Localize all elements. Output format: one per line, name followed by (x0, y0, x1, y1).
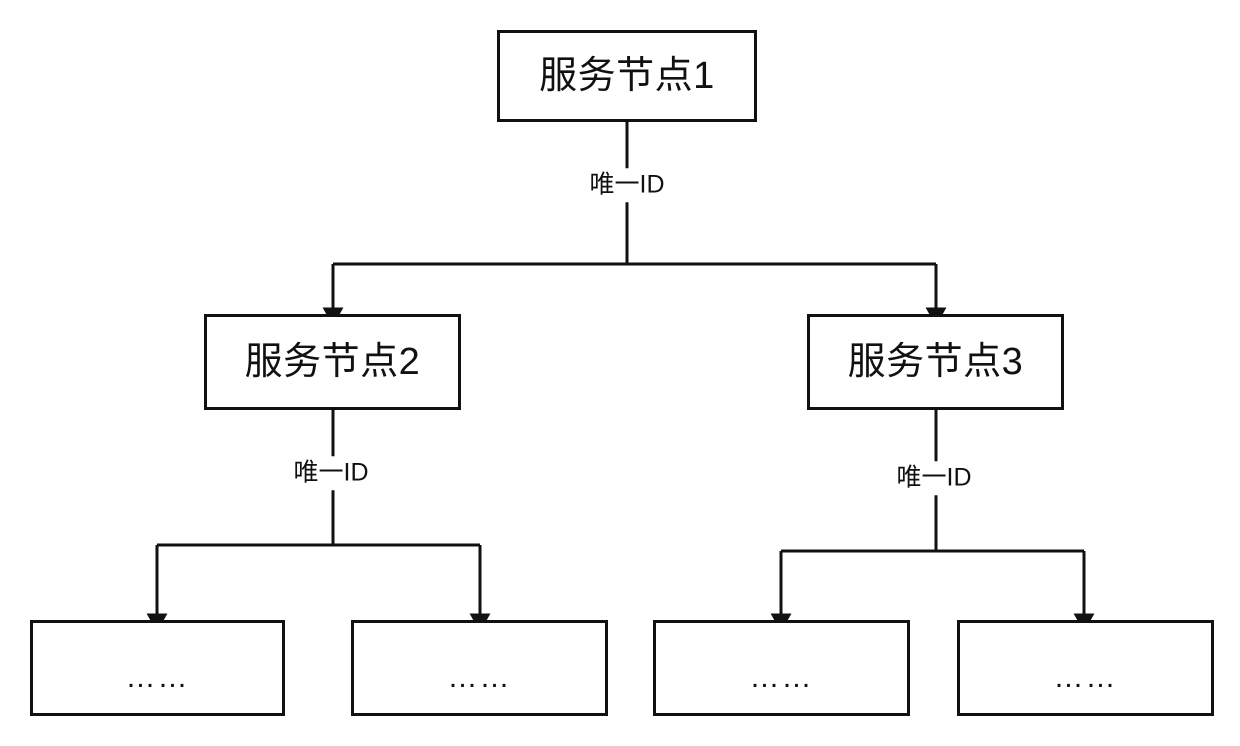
node-service-node-3[interactable]: 服务节点3 (807, 314, 1064, 410)
node-leaf-1[interactable]: …… (30, 620, 285, 716)
node-leaf-2-label: …… (447, 661, 512, 694)
node-service-node-1-label: 服务节点1 (539, 55, 715, 97)
edge-label-node3: 唯一ID (889, 461, 979, 495)
node-leaf-4-label: …… (1053, 661, 1118, 694)
node-leaf-1-label: …… (125, 661, 190, 694)
node-service-node-1[interactable]: 服务节点1 (497, 30, 757, 122)
node-leaf-3[interactable]: …… (653, 620, 910, 716)
node-leaf-2[interactable]: …… (351, 620, 608, 716)
node-leaf-3-label: …… (749, 661, 814, 694)
node-leaf-4[interactable]: …… (957, 620, 1214, 716)
edge-label-node2: 唯一ID (286, 456, 376, 490)
node-service-node-3-label: 服务节点3 (847, 341, 1024, 383)
node-service-node-2[interactable]: 服务节点2 (204, 314, 461, 410)
edge-label-root: 唯一ID (582, 168, 672, 202)
node-service-node-2-label: 服务节点2 (244, 341, 421, 383)
